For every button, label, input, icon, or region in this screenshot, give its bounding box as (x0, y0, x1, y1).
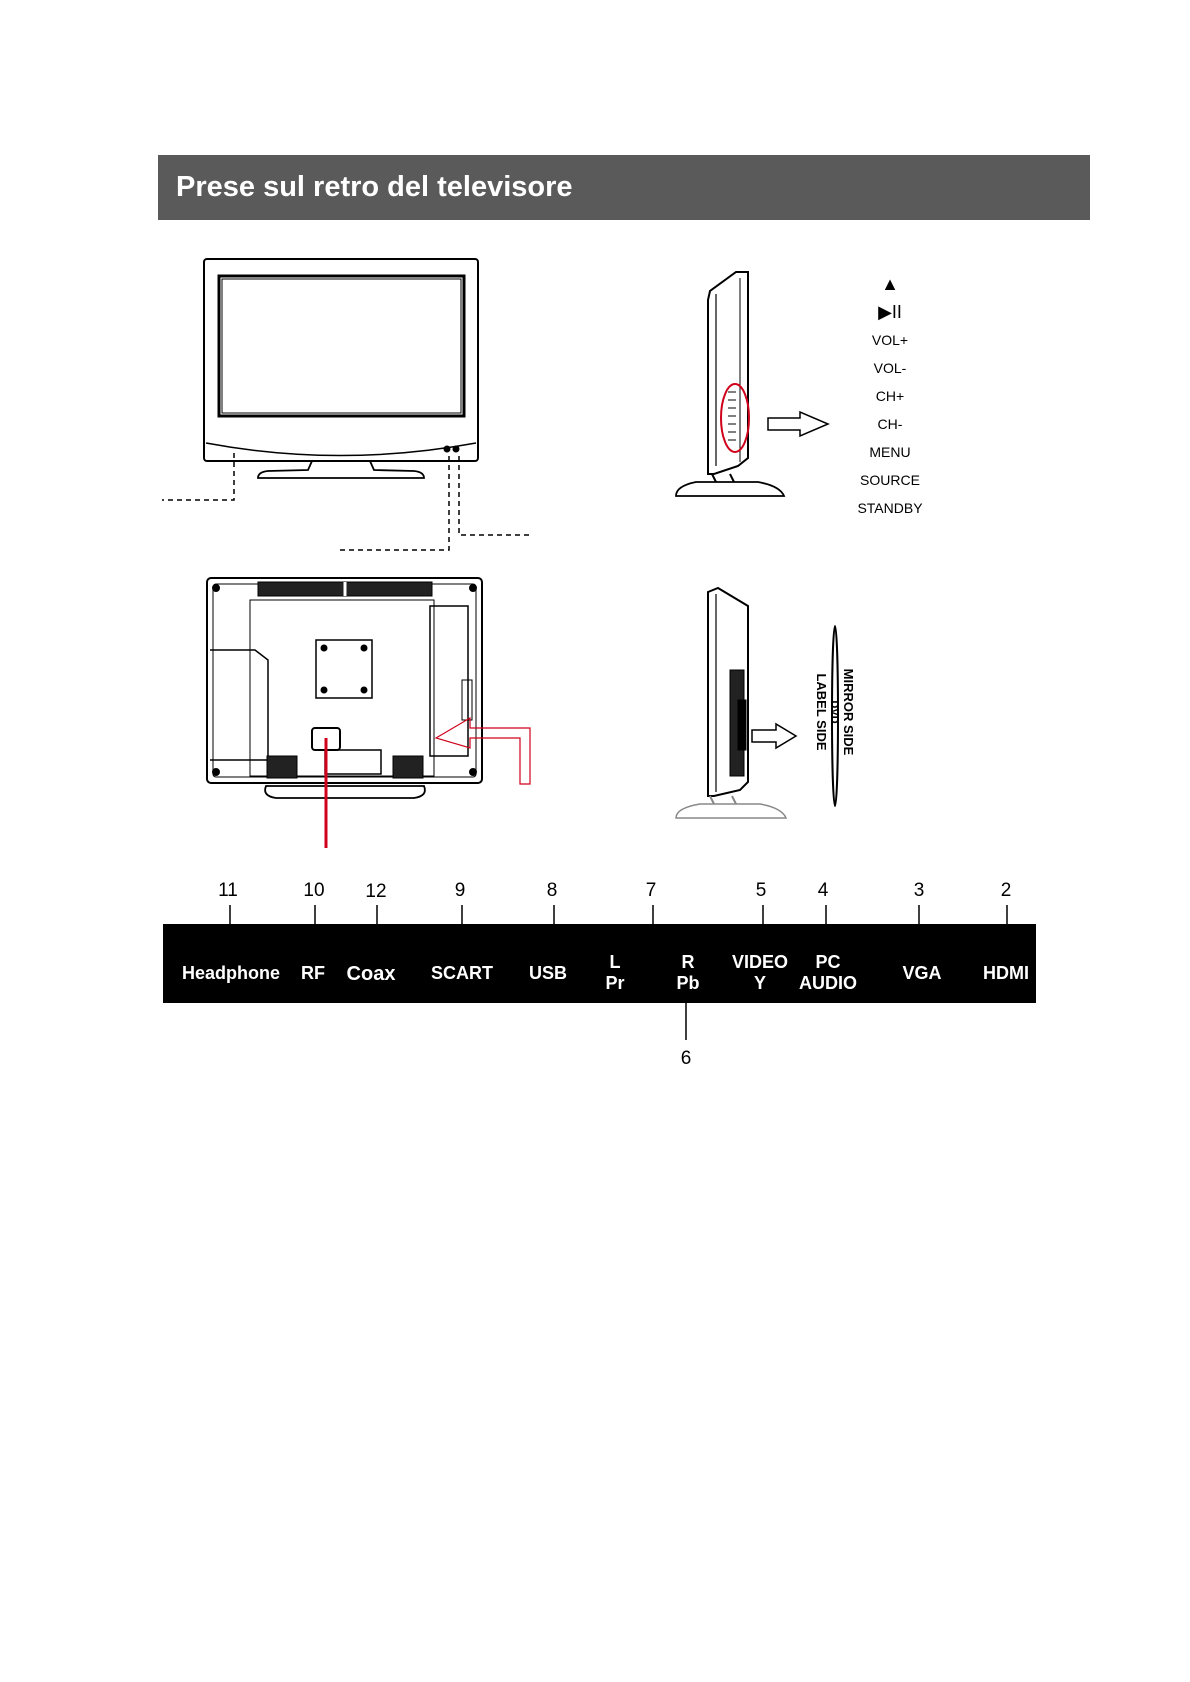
port-number-11: 11 (218, 880, 238, 902)
port-label-line1: PC (799, 952, 857, 973)
port-hdmi: HDMI (983, 963, 1029, 984)
port-label: Coax (347, 964, 396, 985)
port-label-line2: Pb (676, 973, 699, 994)
port-number-5: 5 (756, 880, 767, 902)
port-label-line2: Pr (605, 973, 624, 994)
port-label-line1: VIDEO (732, 952, 788, 973)
port-label: RF (301, 963, 325, 984)
port-number-7: 7 (646, 880, 657, 902)
port-coax: Coax (347, 964, 396, 985)
port-number-12: 12 (365, 881, 386, 903)
port-number-9: 9 (455, 880, 466, 902)
port-number-3: 3 (914, 880, 925, 902)
port-l-pr: L Pr (605, 952, 624, 994)
port-label: Headphone (182, 963, 280, 984)
port-vga: VGA (902, 963, 941, 984)
port-video-y: VIDEO Y (732, 952, 788, 994)
port-label-line2: AUDIO (799, 973, 857, 994)
port-number-2: 2 (1001, 880, 1012, 902)
port-usb: USB (529, 963, 567, 984)
port-pc-audio: PC AUDIO (799, 952, 857, 994)
port-label: VGA (902, 963, 941, 984)
port-scart: SCART (431, 963, 493, 984)
port-label-line1: R (676, 952, 699, 973)
port-label-line1: L (605, 952, 624, 973)
port-number-4: 4 (818, 880, 829, 902)
port-number-10: 10 (303, 880, 324, 902)
port-label-line2: Y (732, 973, 788, 994)
port-headphone: Headphone (182, 963, 280, 984)
port-number-6: 6 (681, 1048, 692, 1070)
port-label: HDMI (983, 963, 1029, 984)
port-rf: RF (301, 963, 325, 984)
port-label: USB (529, 963, 567, 984)
port-number-8: 8 (547, 880, 558, 902)
port-r-pb: R Pb (676, 952, 699, 994)
port-label: SCART (431, 963, 493, 984)
